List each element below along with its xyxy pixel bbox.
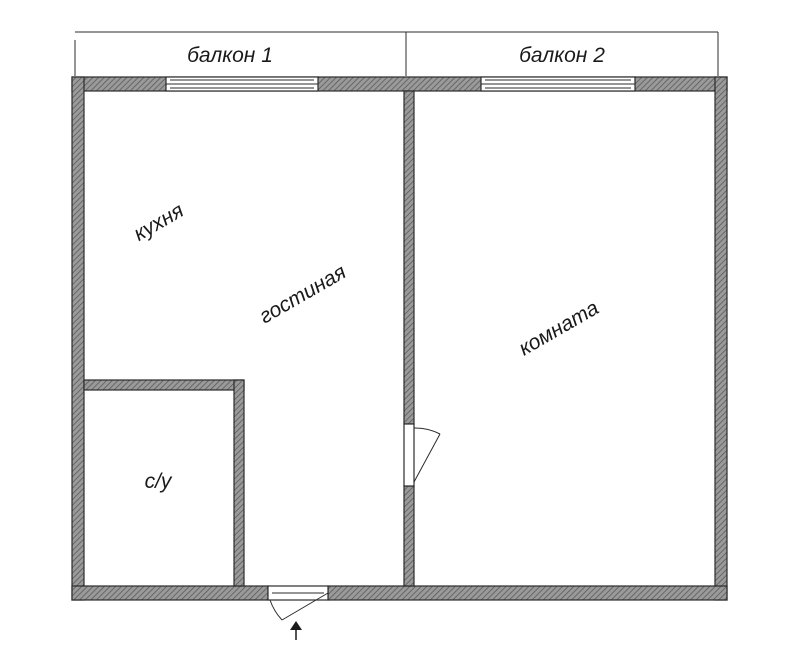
balcony-2-label: балкон 2	[519, 44, 605, 67]
bedroom-label: комната	[515, 296, 603, 360]
arrow-up-icon	[290, 621, 302, 640]
outer-walls	[71, 76, 728, 601]
bedroom-door	[403, 423, 441, 487]
partition-lower	[403, 485, 415, 587]
entrance-door	[267, 585, 329, 621]
kitchen-label: кухня	[130, 199, 188, 246]
living-room-label: гостиная	[255, 260, 350, 328]
balcony-1-label: балкон 1	[187, 44, 273, 67]
bottom-wall-left	[71, 585, 269, 601]
right-wall	[714, 76, 728, 601]
left-wall	[71, 76, 85, 601]
bottom-wall-right	[327, 585, 728, 601]
partition-upper	[403, 90, 415, 425]
window-1	[165, 76, 319, 92]
bathroom-label: с/у	[145, 470, 173, 493]
window-2	[480, 76, 636, 92]
bathroom-right-wall	[233, 379, 245, 587]
bathroom-top-wall	[83, 379, 245, 391]
interior-walls	[83, 90, 415, 587]
balcony-markers	[74, 31, 719, 76]
